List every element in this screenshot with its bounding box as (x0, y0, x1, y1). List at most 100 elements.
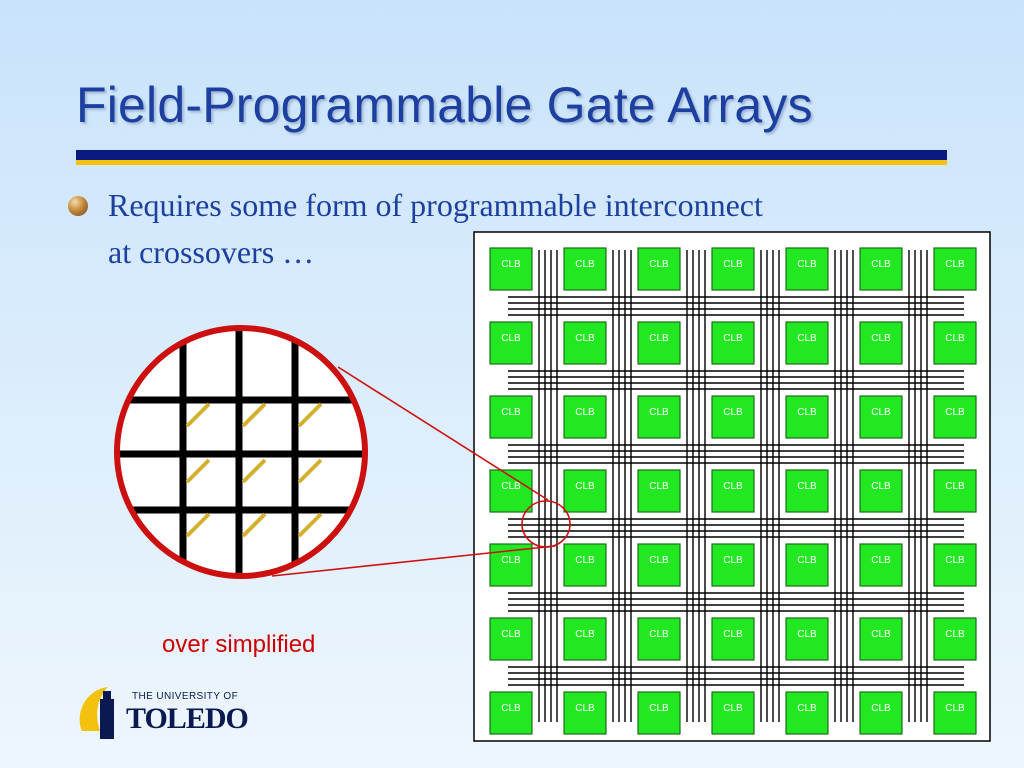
zoom-target-circle (521, 500, 571, 548)
clb-block (637, 691, 681, 735)
clb-label: CLB (575, 407, 595, 418)
clb-label: CLB (871, 481, 891, 492)
logo-emblem-icon (79, 687, 114, 739)
clb-label: CLB (501, 555, 521, 566)
magnified-crossovers (117, 328, 365, 576)
clb-label: CLB (797, 481, 817, 492)
clb-label: CLB (871, 703, 891, 714)
clb-block (489, 617, 533, 661)
clb-block (933, 395, 977, 439)
clb-block (933, 321, 977, 365)
clb-block (785, 469, 829, 513)
clb-block (637, 469, 681, 513)
programmable-switch (185, 458, 211, 484)
clb-block (785, 247, 829, 291)
clb-label: CLB (501, 259, 521, 270)
clb-block (859, 321, 903, 365)
clb-block (859, 469, 903, 513)
clb-label: CLB (797, 407, 817, 418)
bullet-text-line-1: Requires some form of programmable inter… (108, 187, 763, 223)
clb-block (637, 395, 681, 439)
title-underline (76, 150, 947, 165)
clb-label: CLB (871, 259, 891, 270)
programmable-switch (297, 512, 323, 538)
university-logo: THE UNIVERSITY OF TOLEDO (74, 683, 264, 743)
clb-label: CLB (797, 629, 817, 640)
clb-label: CLB (945, 555, 965, 566)
clb-block (563, 469, 607, 513)
clb-label: CLB (649, 481, 669, 492)
clb-label: CLB (797, 703, 817, 714)
caption: over simplified (162, 631, 316, 658)
clb-block (563, 691, 607, 735)
clb-label: CLB (649, 629, 669, 640)
clb-block (637, 543, 681, 587)
clb-label: CLB (501, 629, 521, 640)
clb-label: CLB (945, 259, 965, 270)
clb-label: CLB (945, 629, 965, 640)
clb-block (785, 321, 829, 365)
programmable-switch (297, 458, 323, 484)
clb-label: CLB (501, 407, 521, 418)
clb-block (711, 469, 755, 513)
clb-label: CLB (501, 703, 521, 714)
programmable-switch (297, 402, 323, 428)
clb-block (933, 691, 977, 735)
clb-block (711, 247, 755, 291)
magnifier-ring (114, 325, 368, 579)
clb-block (563, 617, 607, 661)
clb-label: CLB (649, 555, 669, 566)
clb-label: CLB (723, 629, 743, 640)
clb-label: CLB (797, 333, 817, 344)
clb-block (711, 691, 755, 735)
clb-label: CLB (575, 629, 595, 640)
clb-block (859, 617, 903, 661)
clb-label: CLB (871, 407, 891, 418)
clb-label: CLB (575, 703, 595, 714)
bullet-icon (68, 196, 88, 216)
title-underline-navy (76, 150, 947, 160)
clb-label: CLB (871, 333, 891, 344)
clb-label: CLB (575, 481, 595, 492)
programmable-switch (241, 512, 267, 538)
clb-label: CLB (723, 333, 743, 344)
clb-block (859, 247, 903, 291)
clb-label: CLB (723, 481, 743, 492)
programmable-switch (241, 402, 267, 428)
clb-block (489, 321, 533, 365)
routing-wires (508, 250, 964, 722)
clb-label: CLB (945, 703, 965, 714)
clb-label: CLB (797, 259, 817, 270)
clb-label: CLB (575, 555, 595, 566)
clb-label: CLB (575, 333, 595, 344)
clb-block (859, 691, 903, 735)
clb-block (563, 395, 607, 439)
zoom-line-bottom (271, 545, 556, 577)
clb-block (711, 321, 755, 365)
clb-label: CLB (723, 555, 743, 566)
clb-label: CLB (501, 481, 521, 492)
clb-label: CLB (649, 407, 669, 418)
programmable-switch (185, 402, 211, 428)
programmable-switch (241, 458, 267, 484)
bullet-text: Requires some form of programmable inter… (108, 182, 763, 276)
clb-block (785, 543, 829, 587)
clb-block (933, 247, 977, 291)
clb-label: CLB (945, 407, 965, 418)
title-underline-gold (76, 160, 947, 165)
clb-block (933, 543, 977, 587)
clb-block (489, 395, 533, 439)
clb-label: CLB (723, 703, 743, 714)
clb-block (489, 247, 533, 291)
clb-label: CLB (649, 259, 669, 270)
clb-block (859, 395, 903, 439)
clb-label: CLB (871, 555, 891, 566)
clb-label: CLB (649, 703, 669, 714)
clb-label: CLB (723, 259, 743, 270)
logo-top-text: THE UNIVERSITY OF (132, 691, 239, 702)
clb-array: CLB CLB CLB CLB CLB CLB CLB CLB CLB CLB CLB CLB CLB C… (489, 247, 977, 735)
clb-label: CLB (945, 333, 965, 344)
bullet-text-line-2: at crossovers … (108, 234, 315, 270)
clb-label: CLB (501, 333, 521, 344)
